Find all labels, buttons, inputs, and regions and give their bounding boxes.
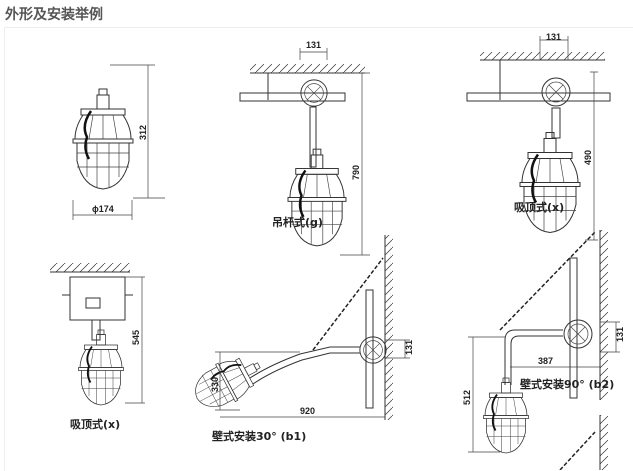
dim-width: 131 [306,40,321,50]
dim-box: 131 [615,327,625,342]
figure-label: 壁式安装90° (b2) [520,377,614,391]
diagram-panel [4,27,633,471]
dim-diameter: ϕ174 [92,204,114,214]
dim-width: 131 [546,32,561,42]
dim-height: 545 [131,330,141,345]
figure-wall-30: 131 330 920 壁式安装30° (b1) [185,235,414,443]
dim-height: 490 [583,150,593,165]
dim-height: 330 [210,377,220,392]
figure-pendant-rod: 131 790 吊杆式(g) [239,40,370,256]
dim-height: 312 [138,125,148,140]
dim-height: 512 [462,390,472,405]
figure-ceiling-box: 131 490 吸顶式(x) [466,32,611,241]
figure-label: 吸顶式(x) [70,417,120,431]
dim-length: 920 [300,406,315,416]
figure-lamp-outline: 312 ϕ174 [71,64,165,220]
figure-label: 壁式安装30° (b1) [212,429,306,443]
dim-height: 790 [351,165,361,180]
dim-box: 131 [404,340,414,355]
figure-wall-90: 131 512 387 壁式安装90° (b2) [462,230,625,470]
section-title: 外形及安装举例 [5,7,103,23]
figure-ceiling-square-box: 545 吸顶式(x) [50,263,145,431]
figure-label: 吸顶式(x) [514,200,564,214]
figure-label: 吊杆式(g) [272,215,323,229]
dim-length: 387 [538,356,553,366]
